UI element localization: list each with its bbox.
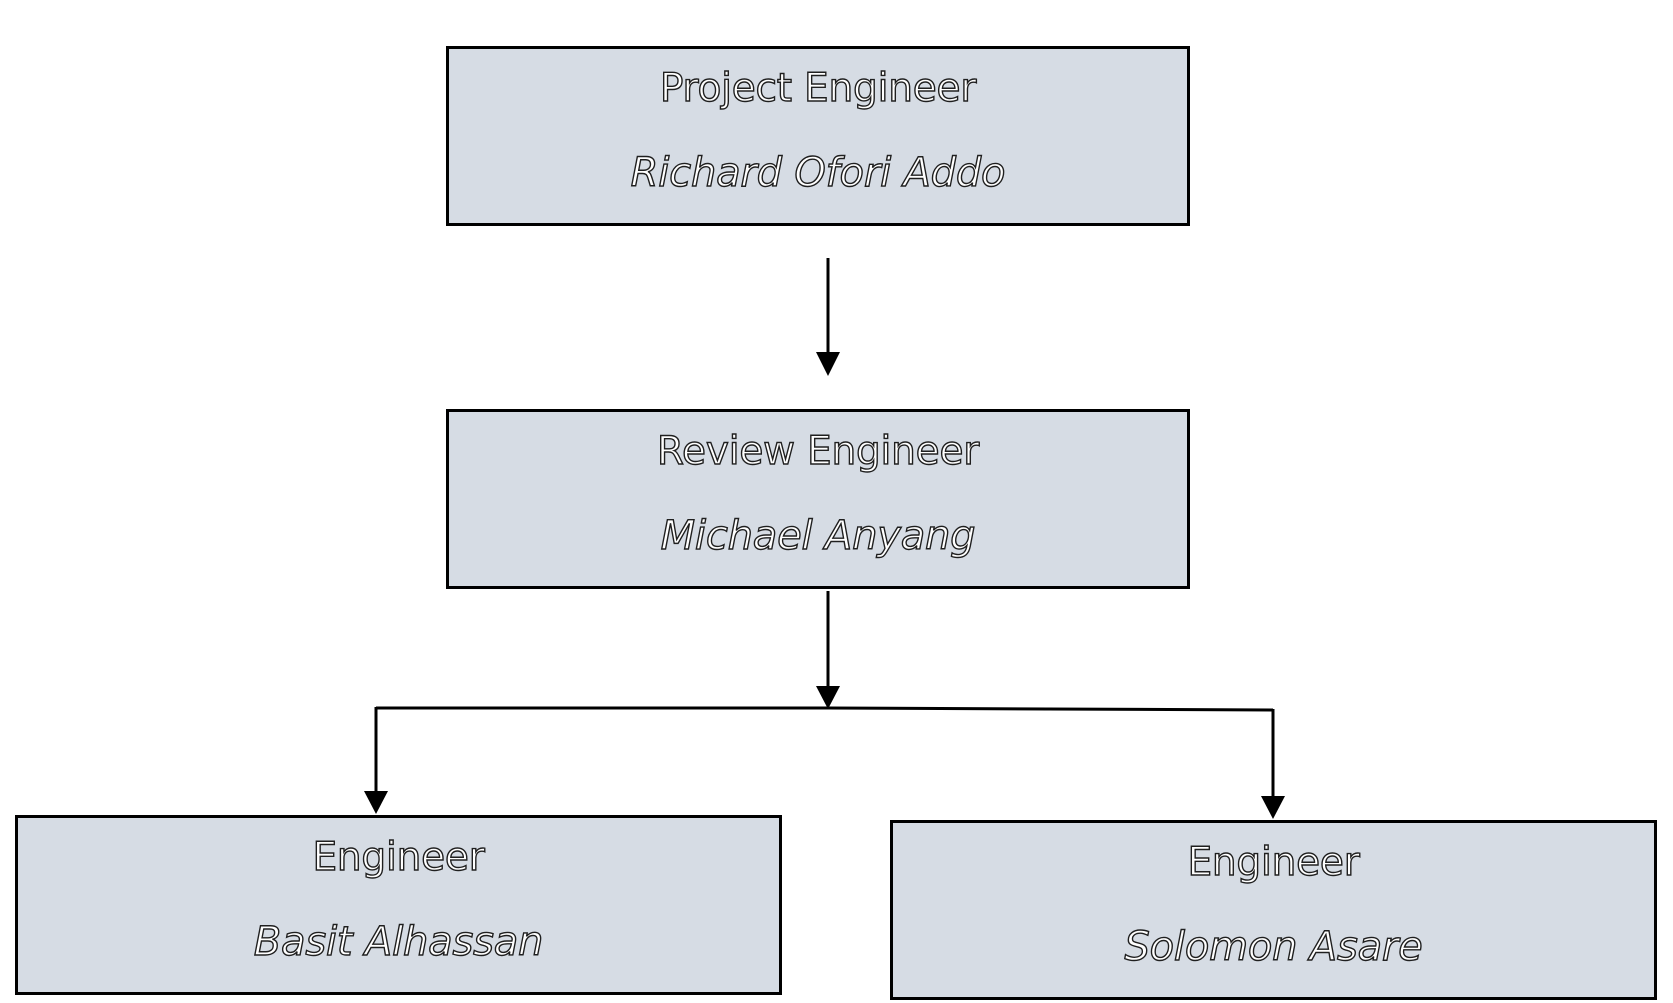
node-title: Project Engineer bbox=[659, 66, 977, 111]
node-person-name: Basit Alhassan bbox=[253, 919, 544, 965]
node-person-name: Richard Ofori Addo bbox=[630, 150, 1006, 196]
node-title: Engineer bbox=[1187, 840, 1361, 885]
node-engineer-2: Engineer Solomon Asare bbox=[890, 820, 1657, 1000]
node-engineer-1: Engineer Basit Alhassan bbox=[15, 815, 782, 995]
arrowhead-icon bbox=[1261, 796, 1285, 819]
arrowhead-icon bbox=[816, 352, 840, 376]
node-person-name: Michael Anyang bbox=[660, 513, 976, 559]
node-project-engineer: Project Engineer Richard Ofori Addo bbox=[446, 46, 1190, 226]
arrowhead-icon bbox=[364, 791, 388, 814]
node-review-engineer: Review Engineer Michael Anyang bbox=[446, 409, 1190, 589]
node-title: Review Engineer bbox=[656, 429, 980, 474]
arrowhead-icon bbox=[816, 686, 840, 709]
connector-branch-horizontal bbox=[376, 706, 1274, 712]
node-title: Engineer bbox=[312, 835, 486, 880]
node-person-name: Solomon Asare bbox=[1124, 924, 1424, 970]
